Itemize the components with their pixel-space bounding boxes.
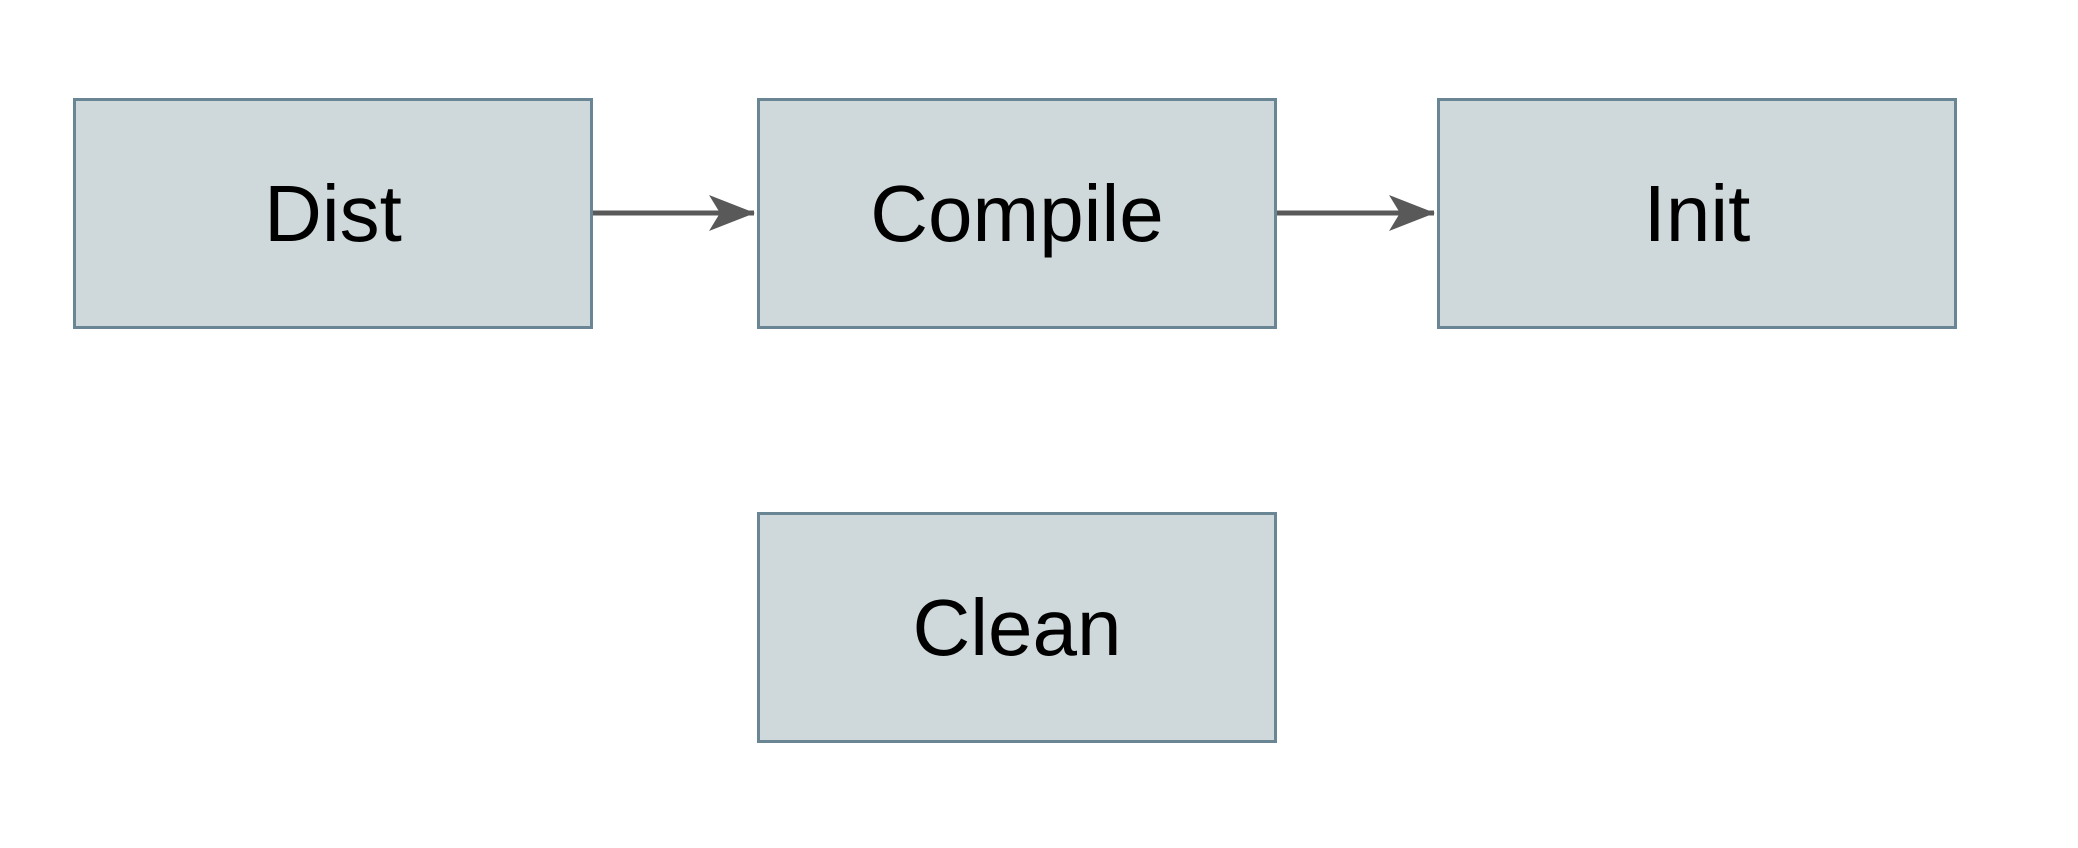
node-init-label: Init [1643,168,1751,258]
node-dist-label: Dist [264,168,402,258]
node-clean: Clean [757,512,1277,743]
node-init: Init [1437,98,1957,329]
node-compile-label: Compile [870,168,1164,258]
node-dist: Dist [73,98,593,329]
node-clean-label: Clean [912,582,1122,672]
node-compile: Compile [757,98,1277,329]
